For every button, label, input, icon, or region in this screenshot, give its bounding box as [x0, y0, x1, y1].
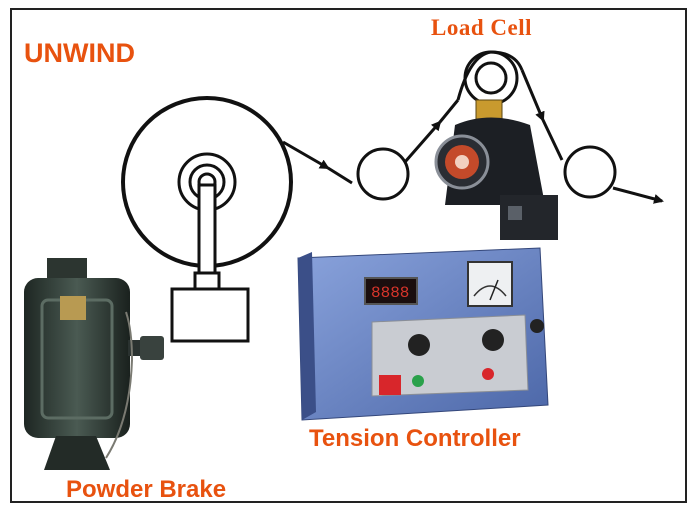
load-cell-image: [434, 99, 558, 240]
tension-controller-image: 8888: [297, 247, 549, 421]
unwind-roll: [121, 96, 293, 343]
unwind-label: UNWIND: [24, 38, 135, 68]
tension-controller-label: Tension Controller: [309, 425, 521, 452]
powder-brake-label: Powder Brake: [66, 476, 227, 503]
web-path: [282, 50, 664, 204]
load-cell-label: Load Cell: [431, 15, 532, 40]
powder-brake-image: [24, 258, 164, 470]
svg-text:8888: 8888: [371, 284, 409, 302]
